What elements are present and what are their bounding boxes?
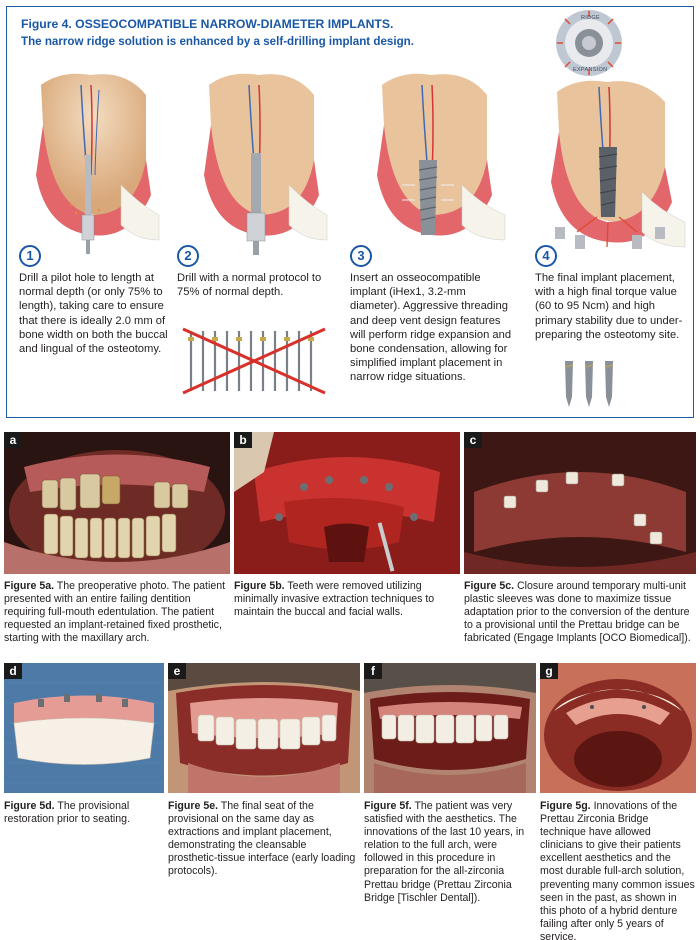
photo-5b [234, 432, 460, 574]
photo-5e-tag: e [168, 663, 186, 679]
caption-5g-text: Innovations of the Prettau Zirconia Brid… [540, 800, 695, 940]
caption-5a: Figure 5a. The preoperative photo. The p… [4, 580, 228, 645]
crossed-out-drills-icon [182, 327, 326, 395]
photo-5a [4, 432, 230, 574]
step-3-badge: 3 [350, 245, 372, 267]
caption-5d-label: Figure 5d. [4, 800, 55, 812]
caption-5d-text: The provisional restoration prior to sea… [4, 800, 131, 826]
caption-5g: Figure 5g. Innovations of the Prettau Zi… [540, 800, 696, 940]
caption-5b-text: Teeth were removed utilizing minimally i… [234, 580, 435, 619]
caption-5f-label: Figure 5f. [364, 800, 412, 812]
normal-drill-illustration [204, 73, 328, 255]
step-4-text: The final implant placement, with a high… [535, 272, 683, 341]
final-implant-illustration [551, 80, 686, 249]
implant-screws-icon [564, 361, 614, 407]
step-4-badge: 4 [535, 245, 557, 267]
photo-5c-tag: c [464, 432, 482, 448]
step-2-badge: 2 [177, 245, 199, 267]
figure-4-subtitle: The narrow ridge solution is enhanced by… [21, 35, 414, 48]
caption-5c-label: Figure 5c. [464, 580, 515, 592]
caption-5c-text: Closure around temporary multi-unit plas… [464, 580, 691, 645]
ridge-expansion-icon [556, 10, 622, 76]
figure-4-title: Figure 4. OSSEOCOMPATIBLE NARROW-DIAMETE… [21, 17, 394, 31]
caption-5e-label: Figure 5e. [168, 800, 219, 812]
caption-5e-text: The final seat of the provisional on the… [168, 800, 356, 878]
pilot-drill-illustration [36, 73, 160, 254]
caption-5b-label: Figure 5b. [234, 580, 285, 592]
caption-5c: Figure 5c. Closure around temporary mult… [464, 580, 694, 645]
photo-5a-tag: a [4, 432, 22, 448]
step-2-text: Drill with a normal protocol to 75% of n… [177, 272, 322, 299]
photo-5g-tag: g [540, 663, 558, 679]
caption-5e: Figure 5e. The final seat of the provisi… [168, 800, 358, 879]
caption-5f: Figure 5f. The patient was very satisfie… [364, 800, 534, 905]
step-3-text: Insert an osseocompatible implant (iHex1… [350, 272, 512, 384]
step-1-badge: 1 [19, 245, 41, 267]
implant-insertion-illustration [377, 73, 506, 241]
caption-5b: Figure 5b. Teeth were removed utilizing … [234, 580, 458, 619]
photo-5e [168, 663, 360, 793]
photo-5c [464, 432, 696, 574]
caption-5a-text: The preoperative photo. The patient pres… [4, 580, 226, 645]
expansion-label: EXPANSION [573, 67, 608, 73]
ridge-label: RIDGE [581, 15, 600, 21]
caption-5d: Figure 5d. The provisional restoration p… [4, 800, 162, 826]
figure-4-panel: Figure 4. OSSEOCOMPATIBLE NARROW-DIAMETE… [6, 6, 694, 418]
photo-5d-tag: d [4, 663, 22, 679]
photo-5f-tag: f [364, 663, 382, 679]
step-1-text: Drill a pilot hole to length at normal d… [19, 272, 168, 356]
caption-5g-label: Figure 5g. [540, 800, 591, 812]
caption-5a-label: Figure 5a. [4, 580, 55, 592]
photo-5d [4, 663, 164, 793]
caption-5f-text: The patient was very satisfied with the … [364, 800, 525, 904]
photo-5f [364, 663, 536, 793]
photo-5b-tag: b [234, 432, 252, 448]
photo-5g [540, 663, 696, 793]
